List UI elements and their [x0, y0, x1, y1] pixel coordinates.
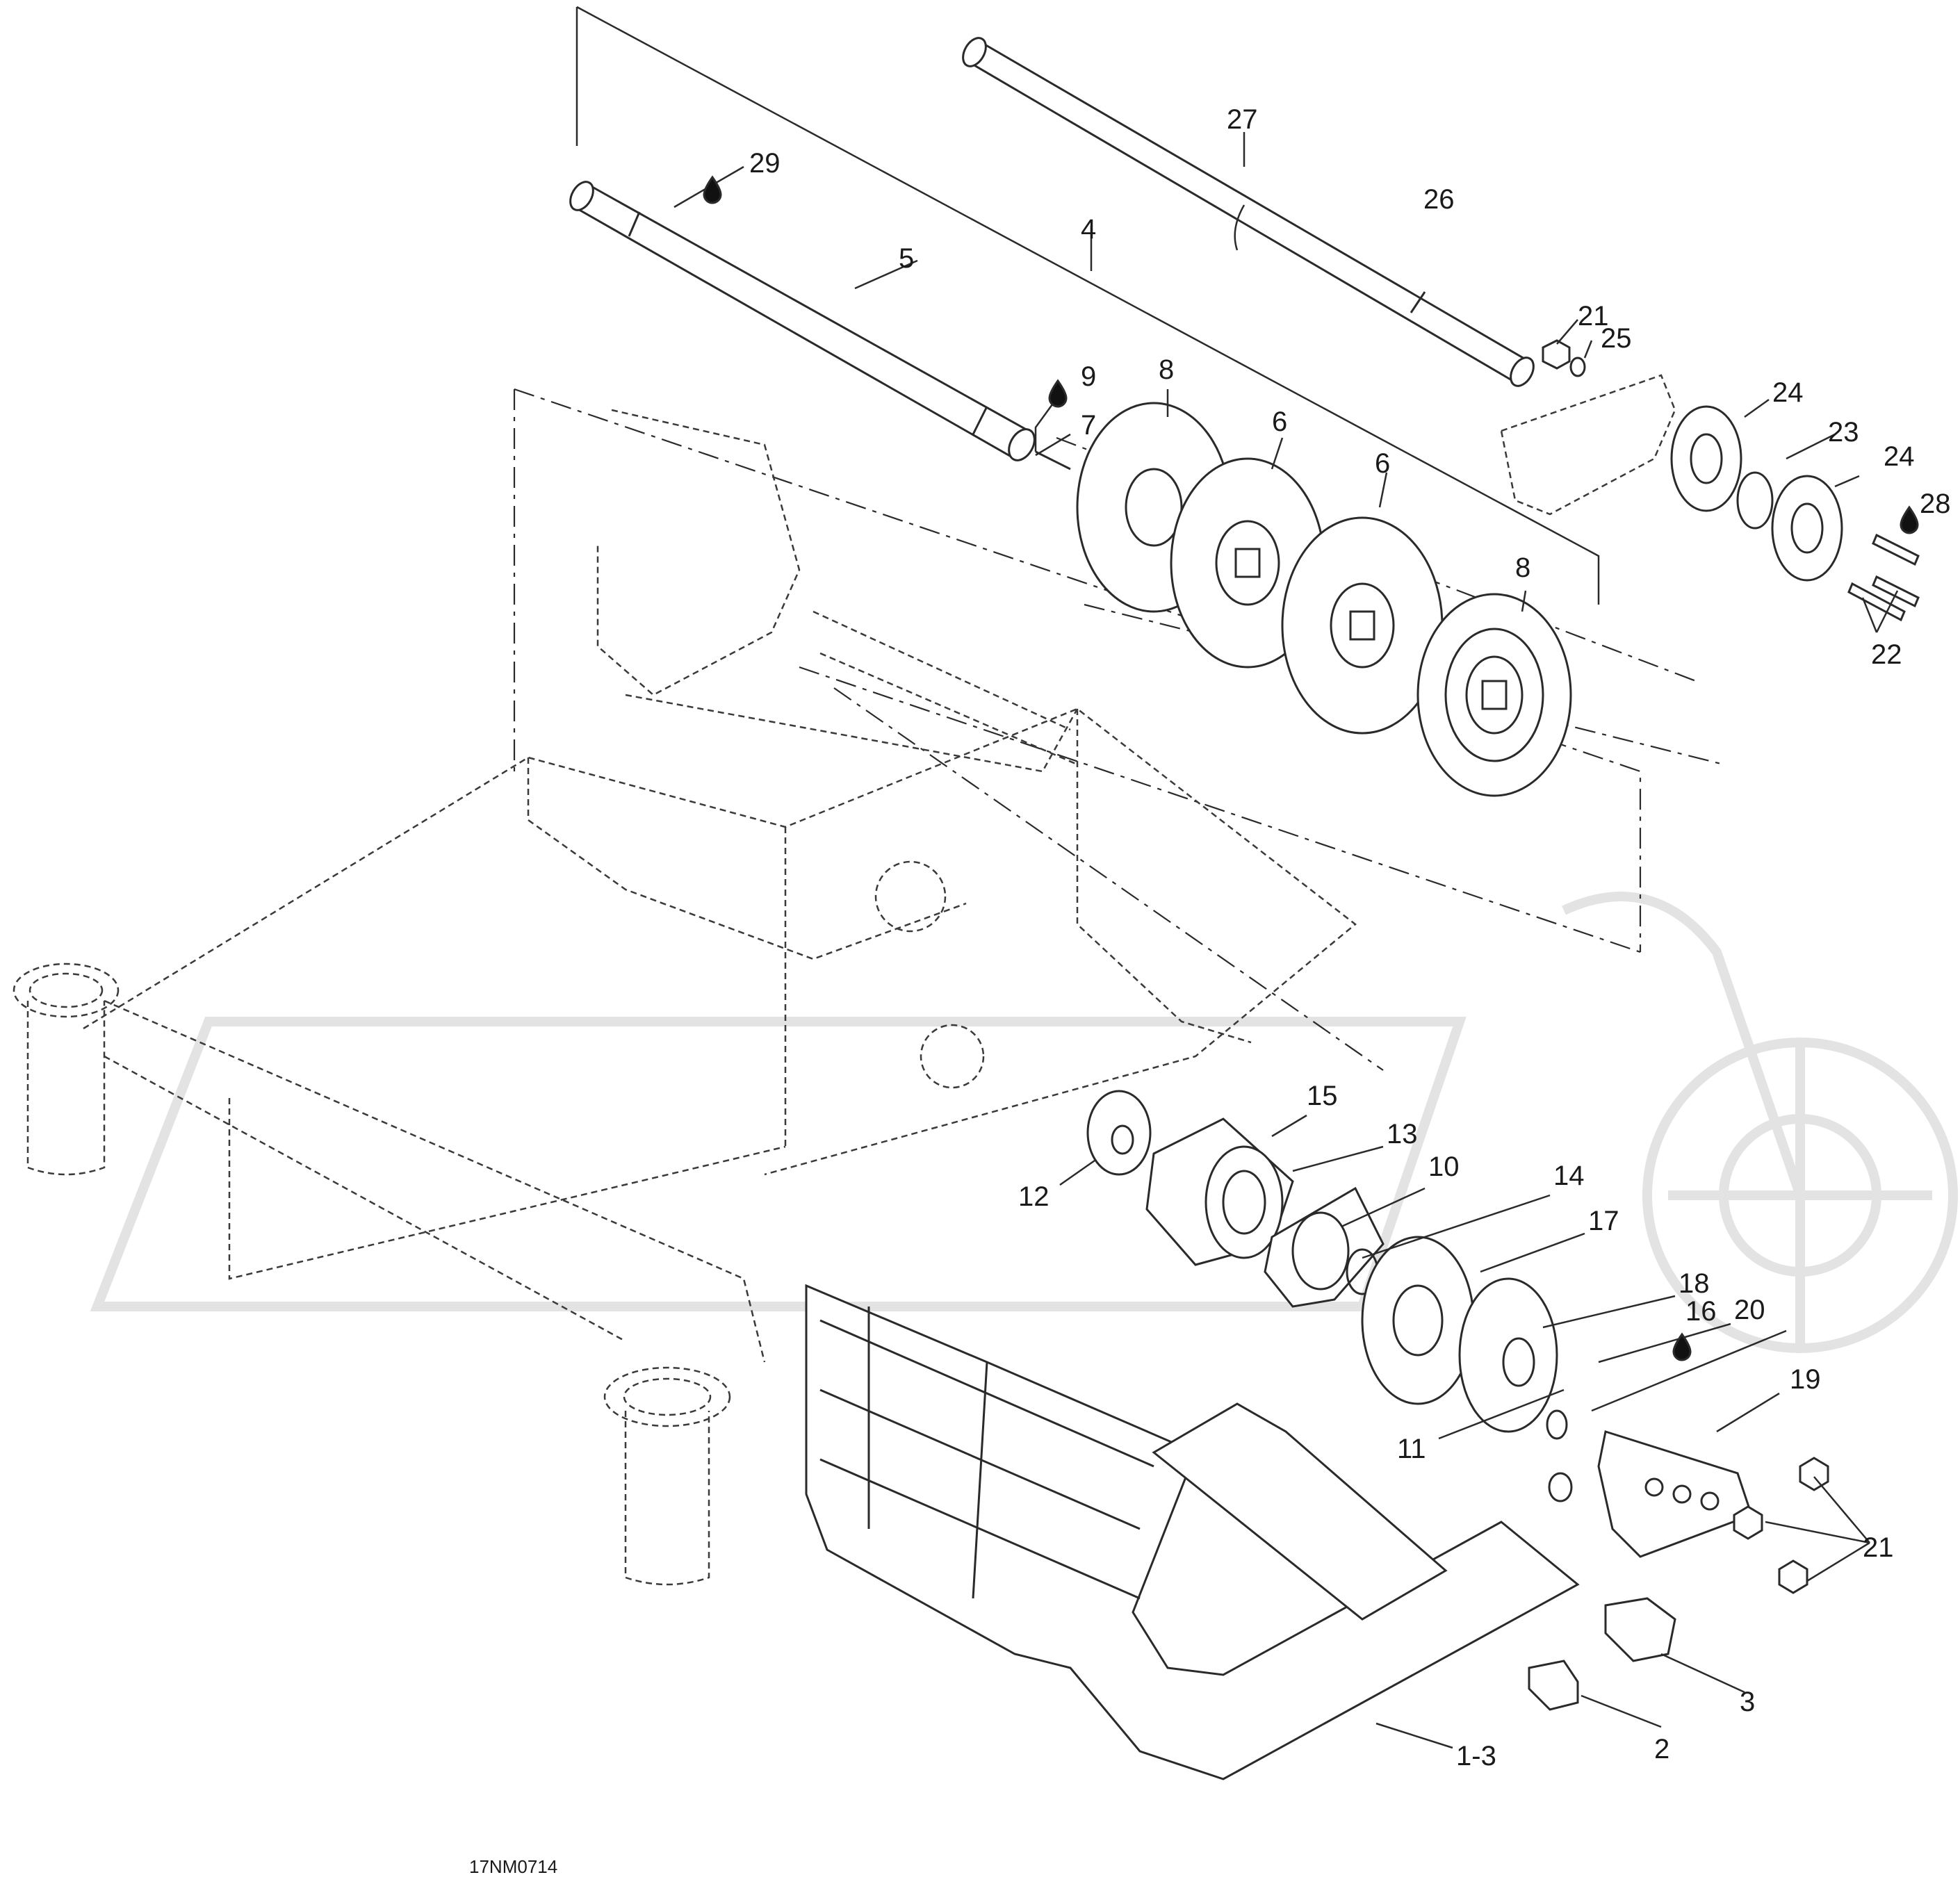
callout-2: 2: [1654, 1734, 1669, 1764]
oil-drop-icon: [1048, 379, 1068, 408]
callout-24-b: 24: [1884, 441, 1915, 472]
callout-22: 22: [1871, 639, 1902, 670]
callout-4: 4: [1081, 214, 1096, 245]
callout-24-a: 24: [1772, 377, 1804, 408]
callout-11: 11: [1397, 1434, 1426, 1464]
track: [805, 1284, 1580, 1780]
callout-14: 14: [1553, 1161, 1585, 1191]
callout-23: 23: [1828, 417, 1859, 448]
oil-drop-icon: [1672, 1332, 1692, 1361]
chassis-frame: [13, 409, 1357, 1586]
callout-10: 10: [1428, 1152, 1460, 1182]
callout-15: 15: [1307, 1081, 1338, 1111]
callout-21-bottom: 21: [1863, 1532, 1894, 1563]
lower-bearing-assembly: [1086, 1090, 1753, 1558]
callout-28: 28: [1920, 489, 1951, 519]
callout-8-bottom: 8: [1515, 552, 1530, 583]
callout-13: 13: [1387, 1119, 1418, 1149]
callout-5: 5: [899, 243, 914, 274]
callout-16: 16: [1685, 1296, 1717, 1327]
sprockets: [1076, 402, 1572, 797]
callout-6-a: 6: [1272, 407, 1287, 437]
callout-18: 18: [1679, 1268, 1710, 1299]
oil-drop-icon: [703, 175, 722, 204]
callout-21-top: 21: [1578, 301, 1609, 331]
callout-20: 20: [1734, 1295, 1765, 1325]
callout-1-3: 1-3: [1456, 1741, 1496, 1771]
callout-17: 17: [1588, 1206, 1619, 1236]
callout-7: 7: [1081, 410, 1096, 441]
lower-nuts: [1733, 1457, 1829, 1594]
upper-bearing-assembly: [1500, 374, 1920, 622]
diagram-reference-code: 17NM0714: [469, 1856, 557, 1877]
callout-25: 25: [1601, 323, 1632, 354]
callout-9: 9: [1081, 361, 1096, 392]
callout-29: 29: [749, 148, 781, 179]
assembly-lines: [513, 6, 1724, 1071]
oil-drop-icon: [1900, 505, 1919, 534]
callout-labels: 29 27 26 5 4 21 25 9 8 7 6 6 24 23 24 28…: [749, 104, 1951, 1771]
track-clips: [1528, 1597, 1676, 1711]
drive-axle-27: [962, 37, 1535, 387]
callout-12: 12: [1018, 1181, 1050, 1212]
callout-26: 26: [1423, 184, 1455, 215]
callout-8-top: 8: [1159, 354, 1174, 385]
watermark: [90, 892, 1958, 1353]
callout-19: 19: [1790, 1364, 1821, 1395]
drive-axle-5: [569, 181, 1071, 470]
callout-27: 27: [1227, 104, 1258, 135]
upper-nut-washer: [1542, 339, 1586, 377]
callout-3: 3: [1740, 1687, 1755, 1717]
callout-6-b: 6: [1375, 448, 1390, 479]
